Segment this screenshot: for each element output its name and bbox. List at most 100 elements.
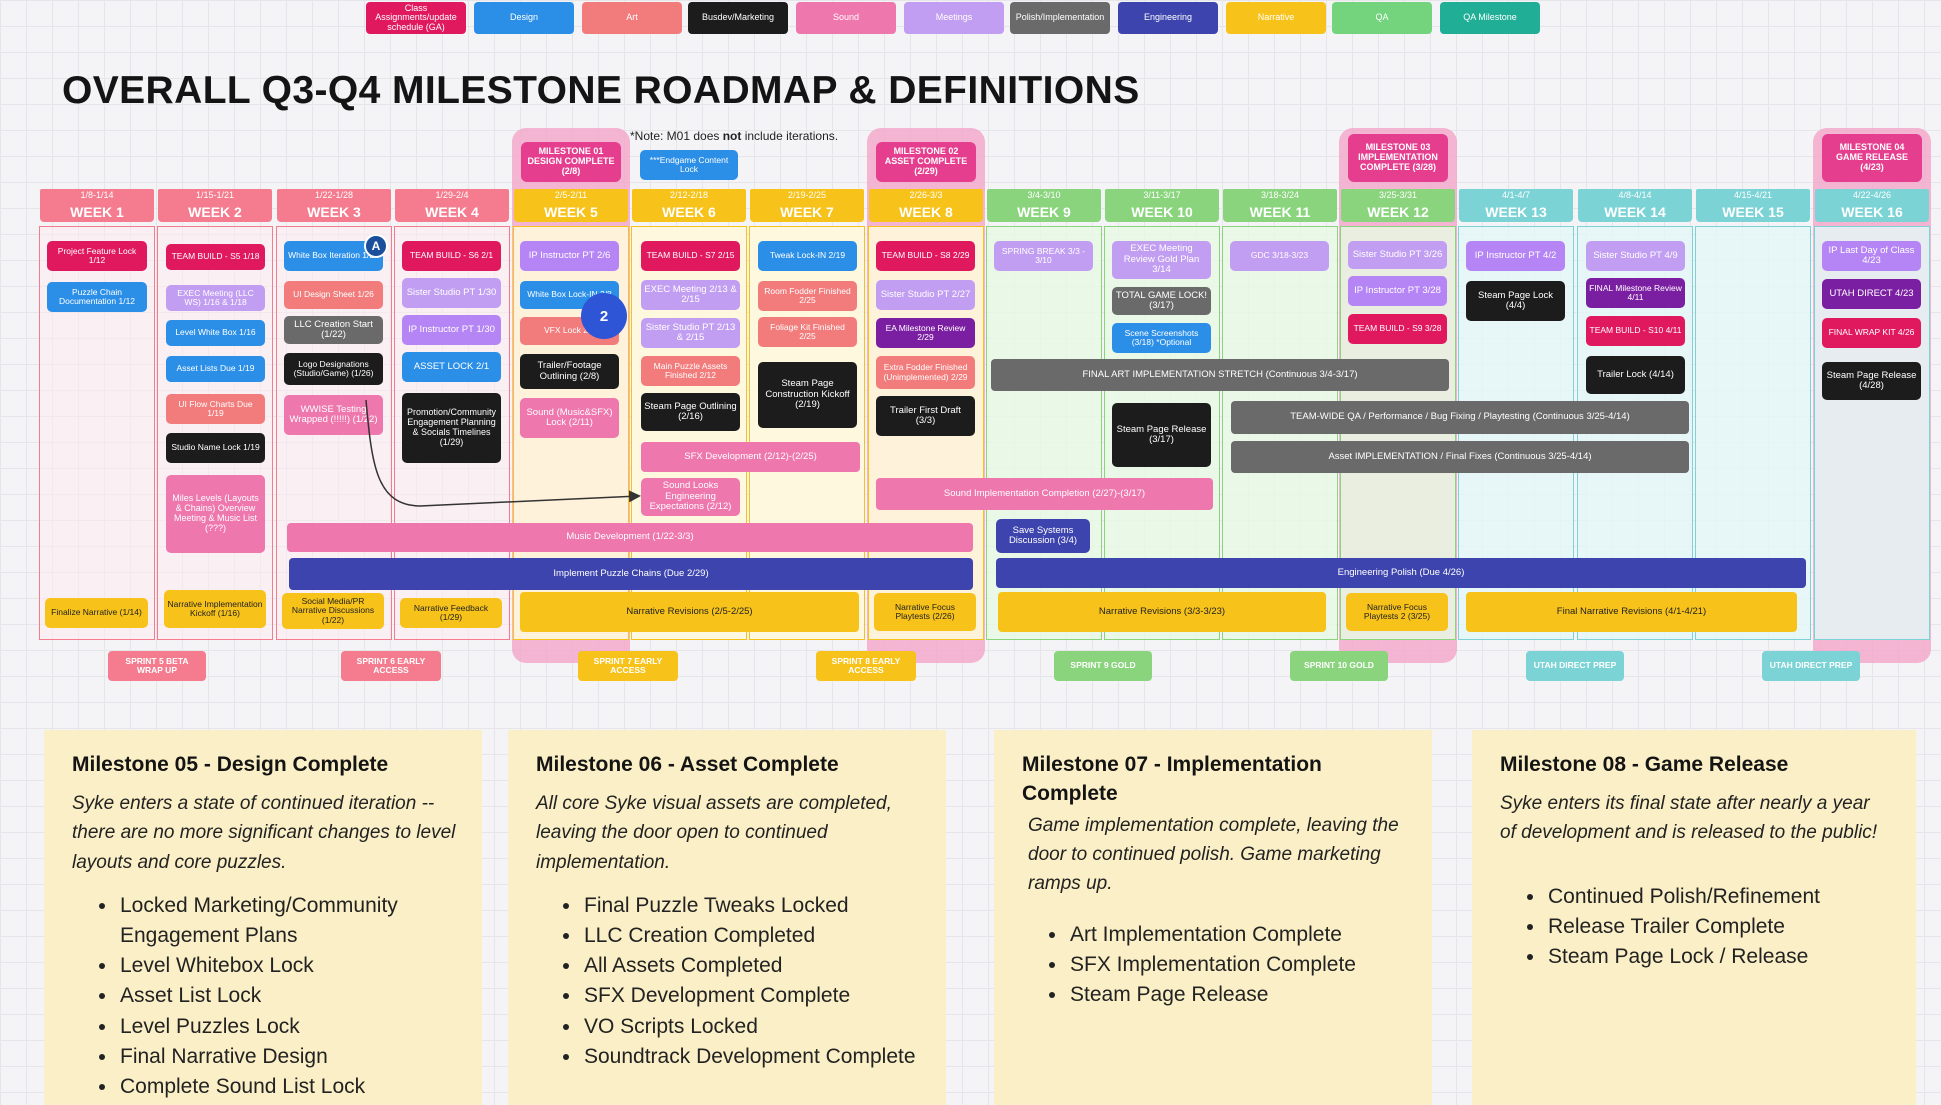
- task-card[interactable]: IP Instructor PT 1/30: [402, 315, 501, 345]
- task-card[interactable]: Save Systems Discussion (3/4): [996, 519, 1090, 553]
- week-15-header[interactable]: WEEK 15: [1696, 201, 1810, 222]
- legend-polish-implementation[interactable]: Polish/Implementation: [1010, 2, 1110, 34]
- week-9-header[interactable]: WEEK 9: [987, 201, 1101, 222]
- sprint-7-pill[interactable]: SPRINT 7 EARLY ACCESS: [578, 651, 678, 681]
- task-card[interactable]: Trailer Lock (4/14): [1586, 356, 1685, 394]
- legend-narrative[interactable]: Narrative: [1226, 2, 1326, 34]
- week-8-header[interactable]: WEEK 8: [869, 201, 983, 222]
- task-card[interactable]: IP Instructor PT 3/28: [1348, 276, 1447, 306]
- task-card[interactable]: IP Instructor PT 2/6: [520, 241, 619, 271]
- legend-meetings[interactable]: Meetings: [904, 2, 1004, 34]
- task-card[interactable]: Level White Box 1/16: [166, 320, 265, 346]
- task-card[interactable]: Main Puzzle Assets Finished 2/12: [641, 356, 740, 386]
- legend-art[interactable]: Art: [582, 2, 682, 34]
- legend-engineering[interactable]: Engineering: [1118, 2, 1218, 34]
- task-card[interactable]: Studio Name Lock 1/19: [166, 433, 265, 463]
- endgame-content-lock[interactable]: ***Endgame Content Lock: [640, 150, 738, 180]
- task-card[interactable]: IP Last Day of Class 4/23: [1822, 241, 1921, 271]
- task-card[interactable]: Sister Studio PT 3/26: [1348, 241, 1447, 269]
- task-card[interactable]: Trailer/Footage Outlining (2/8): [520, 354, 619, 389]
- task-card[interactable]: LLC Creation Start (1/22): [284, 316, 383, 344]
- week-13-header[interactable]: WEEK 13: [1459, 201, 1573, 222]
- bar-final-narrative-revisions[interactable]: Final Narrative Revisions (4/1-4/21): [1466, 592, 1797, 632]
- week-7-header[interactable]: WEEK 7: [750, 201, 864, 222]
- legend-class-assignments[interactable]: Class Assignments/update schedule (GA): [366, 2, 466, 34]
- week-1-header[interactable]: WEEK 1: [40, 201, 154, 222]
- task-card[interactable]: Steam Page Release (4/28): [1822, 362, 1921, 400]
- task-card[interactable]: Project Feature Lock 1/12: [47, 241, 147, 271]
- task-card[interactable]: FINAL WRAP KIT 4/26: [1822, 318, 1921, 348]
- task-card[interactable]: TEAM BUILD - S7 2/15: [641, 241, 740, 271]
- bar-engineering-polish[interactable]: Engineering Polish (Due 4/26): [996, 558, 1806, 588]
- week-6-header[interactable]: WEEK 6: [632, 201, 746, 222]
- task-card[interactable]: TOTAL GAME LOCK! (3/17): [1112, 287, 1211, 315]
- milestone-03-card[interactable]: MILESTONE 03 IMPLEMENTATION COMPLETE (3/…: [1348, 134, 1448, 182]
- bar-asset-implementation[interactable]: Asset IMPLEMENTATION / Final Fixes (Cont…: [1231, 441, 1689, 473]
- task-card[interactable]: TEAM BUILD - S6 2/1: [402, 241, 501, 271]
- task-card[interactable]: UI Flow Charts Due 1/19: [166, 394, 265, 424]
- task-card[interactable]: UI Design Sheet 1/26: [284, 281, 383, 309]
- legend-busdev-marketing[interactable]: Busdev/Marketing: [688, 2, 788, 34]
- task-card[interactable]: Narrative Focus Playtests 2 (3/25): [1346, 593, 1448, 631]
- milestone-04-card[interactable]: MILESTONE 04 GAME RELEASE (4/23): [1822, 134, 1922, 182]
- task-card[interactable]: EXEC Meeting (LLC WS) 1/16 & 1/18: [166, 285, 265, 311]
- sprint-8-pill[interactable]: SPRINT 8 EARLY ACCESS: [816, 651, 916, 681]
- task-card[interactable]: Steam Page Lock (4/4): [1466, 281, 1565, 321]
- task-card[interactable]: Logo Designations (Studio/Game) (1/26): [284, 353, 383, 385]
- week-14-header[interactable]: WEEK 14: [1578, 201, 1692, 222]
- task-card[interactable]: Promotion/Community Engagement Planning …: [402, 393, 501, 463]
- week-10-header[interactable]: WEEK 10: [1105, 201, 1219, 222]
- milestone-01-card[interactable]: MILESTONE 01 DESIGN COMPLETE (2/8): [521, 142, 621, 182]
- task-card[interactable]: Sister Studio PT 1/30: [402, 278, 501, 308]
- sprint-5-pill[interactable]: SPRINT 5 BETA WRAP UP: [108, 651, 206, 681]
- task-card[interactable]: EXEC Meeting 2/13 & 2/15: [641, 280, 740, 310]
- task-card[interactable]: Finalize Narrative (1/14): [45, 598, 148, 628]
- legend-qa-milestone[interactable]: QA Milestone: [1440, 2, 1540, 34]
- task-card[interactable]: EA Milestone Review 2/29: [876, 318, 975, 348]
- bar-narrative-revisions-1[interactable]: Narrative Revisions (2/5-2/25): [520, 592, 859, 632]
- task-card[interactable]: TEAM BUILD - S10 4/11: [1586, 316, 1685, 346]
- sprint-6-pill[interactable]: SPRINT 6 EARLY ACCESS: [341, 651, 441, 681]
- task-card[interactable]: Narrative Focus Playtests (2/26): [874, 593, 976, 631]
- task-card[interactable]: TEAM BUILD - S5 1/18: [166, 244, 265, 270]
- week-5-header[interactable]: WEEK 5: [514, 201, 628, 222]
- task-card[interactable]: Tweak Lock-IN 2/19: [758, 241, 857, 271]
- task-card[interactable]: Foliage Kit Finished 2/25: [758, 317, 857, 347]
- bar-team-wide-qa[interactable]: TEAM-WIDE QA / Performance / Bug Fixing …: [1231, 401, 1689, 434]
- task-card[interactable]: Sound Looks Engineering Expectations (2/…: [641, 478, 740, 516]
- bar-narrative-revisions-2[interactable]: Narrative Revisions (3/3-3/23): [998, 592, 1326, 632]
- task-card[interactable]: Narrative Implementation Kickoff (1/16): [164, 590, 266, 628]
- task-card[interactable]: ASSET LOCK 2/1: [402, 352, 501, 382]
- task-card[interactable]: Asset Lists Due 1/19: [166, 356, 265, 382]
- task-card[interactable]: TEAM BUILD - S8 2/29: [876, 241, 975, 271]
- task-card[interactable]: Room Fodder Finished 2/25: [758, 281, 857, 311]
- week-12-header[interactable]: WEEK 12: [1341, 201, 1455, 222]
- task-card[interactable]: Trailer First Draft (3/3): [876, 396, 975, 436]
- week-11-header[interactable]: WEEK 11: [1223, 201, 1337, 222]
- task-card[interactable]: FINAL Milestone Review 4/11: [1586, 278, 1685, 308]
- task-card[interactable]: Sister Studio PT 2/13 & 2/15: [641, 318, 740, 348]
- task-card[interactable]: Extra Fodder Finished (Unimplemented) 2/…: [876, 356, 975, 389]
- bar-final-art-implementation[interactable]: FINAL ART IMPLEMENTATION STRETCH (Contin…: [991, 359, 1449, 391]
- task-card[interactable]: GDC 3/18-3/23: [1230, 241, 1329, 271]
- sprint-10-pill[interactable]: SPRINT 10 GOLD: [1290, 651, 1388, 681]
- utah-direct-prep-pill[interactable]: UTAH DIRECT PREP: [1762, 651, 1860, 681]
- comment-count-badge[interactable]: 2: [581, 293, 627, 339]
- task-card[interactable]: Steam Page Outlining (2/16): [641, 393, 740, 431]
- legend-design[interactable]: Design: [474, 2, 574, 34]
- task-card[interactable]: Narrative Feedback (1/29): [400, 598, 502, 628]
- legend-sound[interactable]: Sound: [796, 2, 896, 34]
- task-card[interactable]: Steam Page Construction Kickoff (2/19): [758, 362, 857, 428]
- bar-sfx-development[interactable]: SFX Development (2/12)-(2/25): [641, 442, 860, 472]
- task-card[interactable]: Sister Studio PT 4/9: [1586, 241, 1685, 271]
- bar-sound-implementation[interactable]: Sound Implementation Completion (2/27)-(…: [876, 478, 1213, 510]
- week-4-header[interactable]: WEEK 4: [395, 201, 509, 222]
- task-card[interactable]: Miles Levels (Layouts & Chains) Overview…: [166, 475, 265, 553]
- task-card[interactable]: SPRING BREAK 3/3 - 3/10: [994, 241, 1093, 271]
- week-2-header[interactable]: WEEK 2: [158, 201, 272, 222]
- task-card[interactable]: EXEC Meeting Review Gold Plan 3/14: [1112, 241, 1211, 279]
- week-3-header[interactable]: WEEK 3: [277, 201, 391, 222]
- bar-implement-puzzle-chains[interactable]: Implement Puzzle Chains (Due 2/29): [289, 558, 973, 590]
- task-card[interactable]: Steam Page Release (3/17): [1112, 403, 1211, 467]
- task-card[interactable]: IP Instructor PT 4/2: [1466, 241, 1565, 271]
